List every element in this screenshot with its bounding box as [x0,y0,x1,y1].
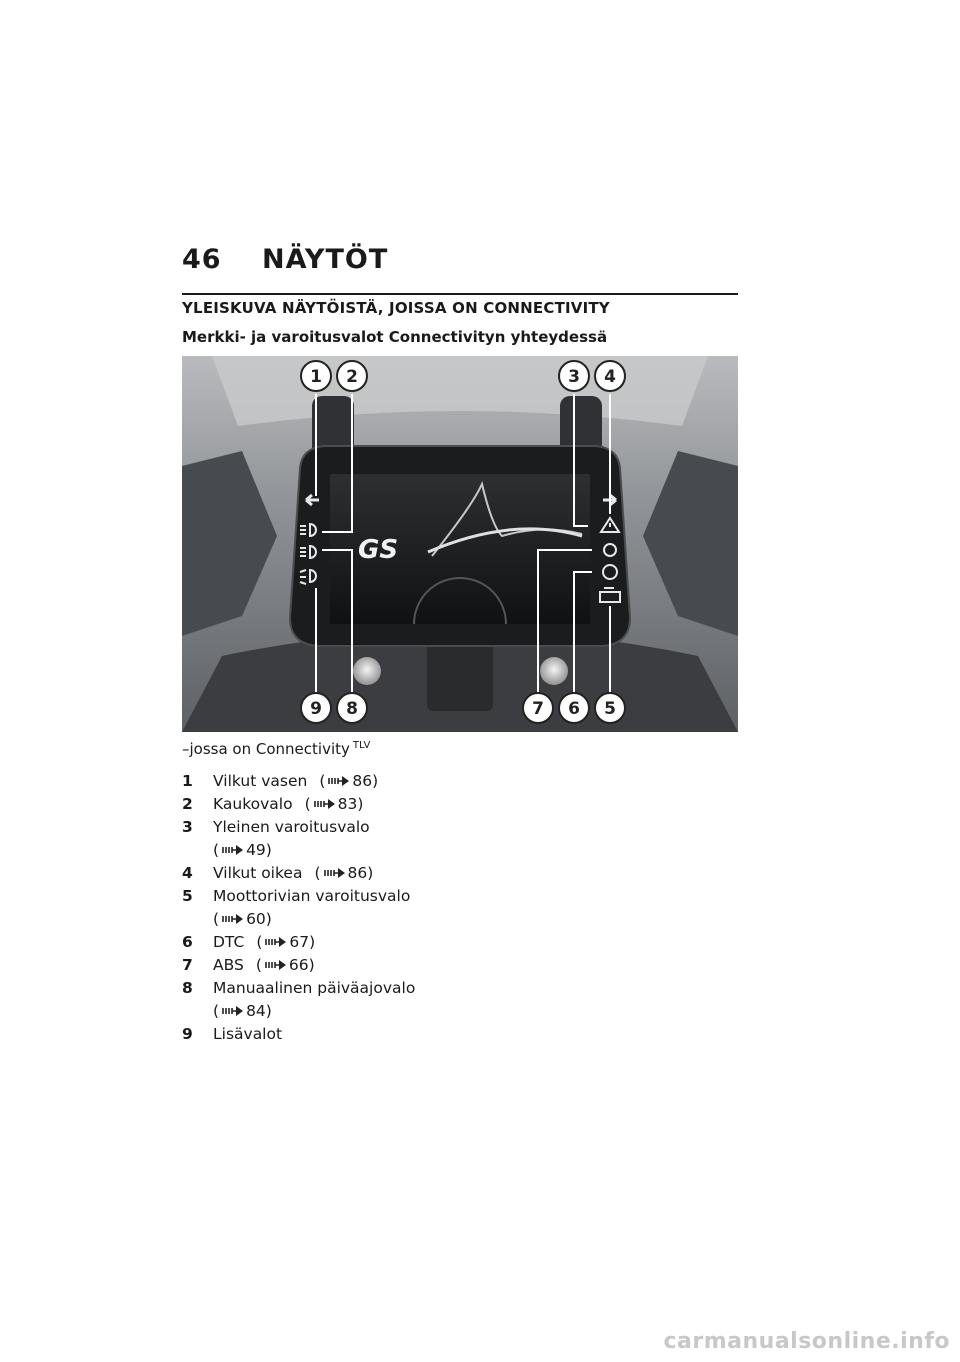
svg-text:7: 7 [532,699,544,719]
page-reference[interactable]: (67) [256,933,316,951]
left-fairing [182,451,277,636]
note-superscript: TLV [352,740,371,751]
page-reference[interactable]: (84) [213,1002,272,1020]
svg-text:9: 9 [310,699,322,719]
svg-text:1: 1 [310,367,322,387]
svg-text:3: 3 [568,367,580,387]
legend-number: 2 [182,795,193,813]
page-reference-arrow-icon [222,914,244,924]
general-warning-icon [599,516,621,533]
heading-rule [182,293,738,295]
svg-text:6: 6 [568,699,580,719]
legend-number: 6 [182,933,193,951]
legend-number: 1 [182,772,193,790]
legend-label: DTC [213,933,245,951]
legend-label: Yleinen varoitusvalo [213,818,370,836]
page-reference[interactable]: (49) [213,841,272,859]
section-title: YLEISKUVA NÄYTÖISTÄ, JOISSA ON CONNECTIV… [182,299,610,317]
page-reference-arrow-icon [313,799,335,809]
page-number: 46 [182,244,222,275]
left-mount-knob [353,657,381,685]
page-reference-arrow-icon [222,1006,244,1016]
legend-item: 6 DTC (67) [182,931,502,954]
figure-title: Merkki- ja varoitusvalot Connectivityn y… [182,328,608,346]
legend-number: 9 [182,1025,193,1043]
callout-8: 8 [336,692,368,724]
callout-leader-lines [315,394,611,694]
svg-text:5: 5 [604,699,616,719]
callout-1: 1 [300,360,332,392]
legend-list: 1 Vilkut vasen (86) 2 Kaukovalo (83) 3 Yleine… [182,770,502,1046]
page-reference-arrow-icon [328,776,350,786]
screen-gs-logo: GS [358,535,398,565]
legend-label: Vilkut oikea [213,864,303,882]
legend-item: 5 Moottorivian varoitusvalo (60) [182,885,502,931]
right-fairing [643,451,738,636]
page-reference[interactable]: (60) [213,910,272,928]
legend-item: 7 ABS (66) [182,954,502,977]
legend-label: Vilkut vasen [213,772,308,790]
legend-item: 3 Yleinen varoitusvalo (49) [182,816,502,862]
legend-item: 1 Vilkut vasen (86) [182,770,502,793]
legend-item: 9 Lisävalot [182,1023,502,1046]
svg-text:8: 8 [346,699,358,719]
chapter-title: NÄYTÖT [262,244,389,275]
page-reference-arrow-icon [265,937,287,947]
legend-item: 2 Kaukovalo (83) [182,793,502,816]
screen-swoosh [427,527,583,554]
callout-7: 7 [522,692,554,724]
abs-icon [602,564,618,580]
legend-number: 4 [182,864,193,882]
legend-number: 3 [182,818,193,836]
daytime-light-icon [300,544,317,560]
callout-2: 2 [336,360,368,392]
legend-label: Kaukovalo [213,795,293,813]
legend-label: Moottorivian varoitusvalo [213,887,411,905]
right-mount-knob [540,657,568,685]
page-reference[interactable]: (86) [314,864,374,882]
watermark: carmanualsonline.info [663,1329,950,1354]
left-indicator-icons [299,493,319,585]
svg-text:2: 2 [346,367,358,387]
turn-left-icon [305,493,319,507]
page-reference[interactable]: (66) [255,956,315,974]
legend-label: Manuaalinen päiväajovalo [213,979,416,997]
svg-text:4: 4 [604,367,616,387]
legend-number: 7 [182,956,193,974]
instrument-cluster-figure: GS 1 2 3 4 5 6 7 8 9 [182,356,738,732]
page-reference-arrow-icon [323,868,345,878]
callout-9: 9 [300,692,332,724]
high-beam-icon [300,522,317,538]
page-reference[interactable]: (86) [319,772,379,790]
engine-warning-icon [599,587,621,603]
page-reference[interactable]: (83) [304,795,364,813]
handlebar-clamp [427,641,493,711]
legend-number: 8 [182,979,193,997]
callout-3: 3 [558,360,590,392]
screen-gauge-arc [413,577,507,625]
legend-label: Lisävalot [213,1025,283,1043]
legend-label: ABS [213,956,244,974]
legend-number: 5 [182,887,193,905]
dtc-icon [603,543,617,557]
callout-4: 4 [594,360,626,392]
legend-item: 8 Manuaalinen päiväajovalo (84) [182,977,502,1023]
page-reference-arrow-icon [265,960,286,970]
callout-5: 5 [594,692,626,724]
page-heading: 46 NÄYTÖT [182,244,388,275]
page-reference-arrow-icon [222,845,244,855]
auxiliary-light-icon [299,568,317,585]
callout-markers: 1 2 3 4 5 6 7 8 9 [300,360,626,724]
note-text: –jossa on Connectivity [182,740,350,758]
legend-item: 4 Vilkut oikea (86) [182,862,502,885]
callout-6: 6 [558,692,590,724]
